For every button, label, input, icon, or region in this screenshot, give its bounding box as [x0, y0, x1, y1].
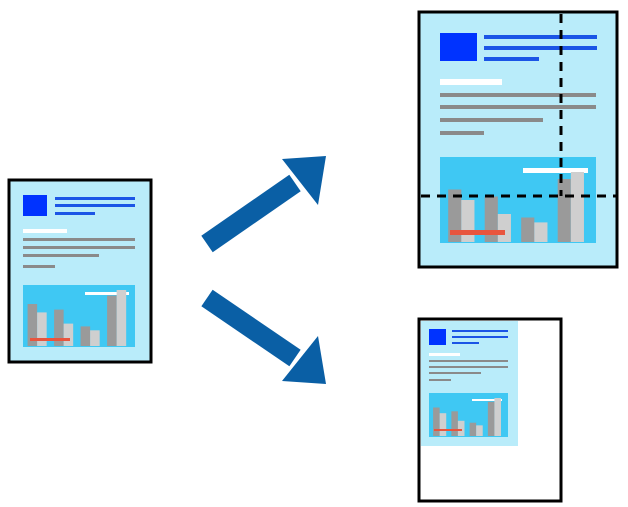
reduced-chart-legend [472, 399, 502, 401]
enlarged-title-line [484, 46, 597, 50]
chart-bar-dark [451, 411, 458, 436]
enlarged-text-line [440, 131, 484, 135]
chart-bar-dark [27, 304, 38, 346]
chart-bar-light [63, 323, 74, 346]
reduced-text-line [429, 360, 508, 362]
chart-bar-dark [433, 407, 440, 436]
reduced-heading-bar [429, 353, 460, 356]
chart-bar-light [90, 330, 100, 346]
reduced-title-line [452, 342, 479, 344]
chart-bar-dark [54, 309, 64, 346]
chart-bar-light [439, 413, 447, 436]
enlarged-text-line [440, 105, 596, 109]
reduced-text-line [429, 372, 481, 374]
chart-bar-dark [448, 189, 462, 242]
chart-bar-light [570, 172, 584, 242]
enlarged-document-icon [417, 10, 619, 269]
arrow-up-right-icon [201, 156, 326, 253]
chart-bar-light [534, 222, 548, 242]
arrow-down-right-icon [201, 289, 326, 384]
enlarged-chart-legend [523, 168, 588, 173]
document-title-line [55, 212, 95, 215]
document-title-block [23, 195, 47, 216]
chart-bar-dark [484, 196, 498, 242]
enlarged-title-line [484, 57, 539, 61]
chart-bar-light [494, 398, 501, 436]
chart-bar-light [457, 420, 465, 436]
document-red-line [30, 338, 70, 341]
chart-bar-dark [487, 401, 495, 436]
chart-bar-dark [107, 295, 117, 346]
reduced-title-line [452, 330, 508, 332]
chart-bar-light [476, 425, 483, 436]
reduced-title-line [452, 336, 508, 338]
chart-bar-dark [469, 422, 477, 436]
enlarged-heading-bar [440, 79, 502, 85]
reduced-text-line [429, 379, 451, 381]
document-text-line [23, 238, 135, 241]
document-text-line [23, 254, 99, 257]
chart-bar-dark [521, 217, 535, 242]
chart-bar-dark [80, 326, 91, 346]
document-icon [7, 178, 153, 364]
reduced-document-icon [417, 317, 563, 503]
chart-bar-light [497, 214, 511, 242]
enlarged-red-line [450, 230, 505, 235]
enlarged-title-block [440, 33, 477, 61]
chart-bar-dark [557, 179, 571, 242]
reduced-red-line [434, 429, 462, 431]
enlarged-text-line [440, 93, 596, 97]
enlarged-text-line [440, 118, 543, 122]
document-text-line [23, 246, 135, 249]
document-title-line [55, 204, 135, 207]
chart-bar-light [116, 290, 127, 346]
document-title-line [55, 197, 135, 200]
chart-bar-light [461, 200, 475, 242]
document-heading-bar [23, 229, 67, 233]
chart-bar-light [37, 312, 47, 346]
document-chart-legend [85, 292, 129, 295]
document-text-line [23, 265, 55, 268]
reduced-title-block [429, 329, 446, 345]
reduced-text-line [429, 366, 508, 368]
enlarged-title-line [484, 35, 597, 39]
